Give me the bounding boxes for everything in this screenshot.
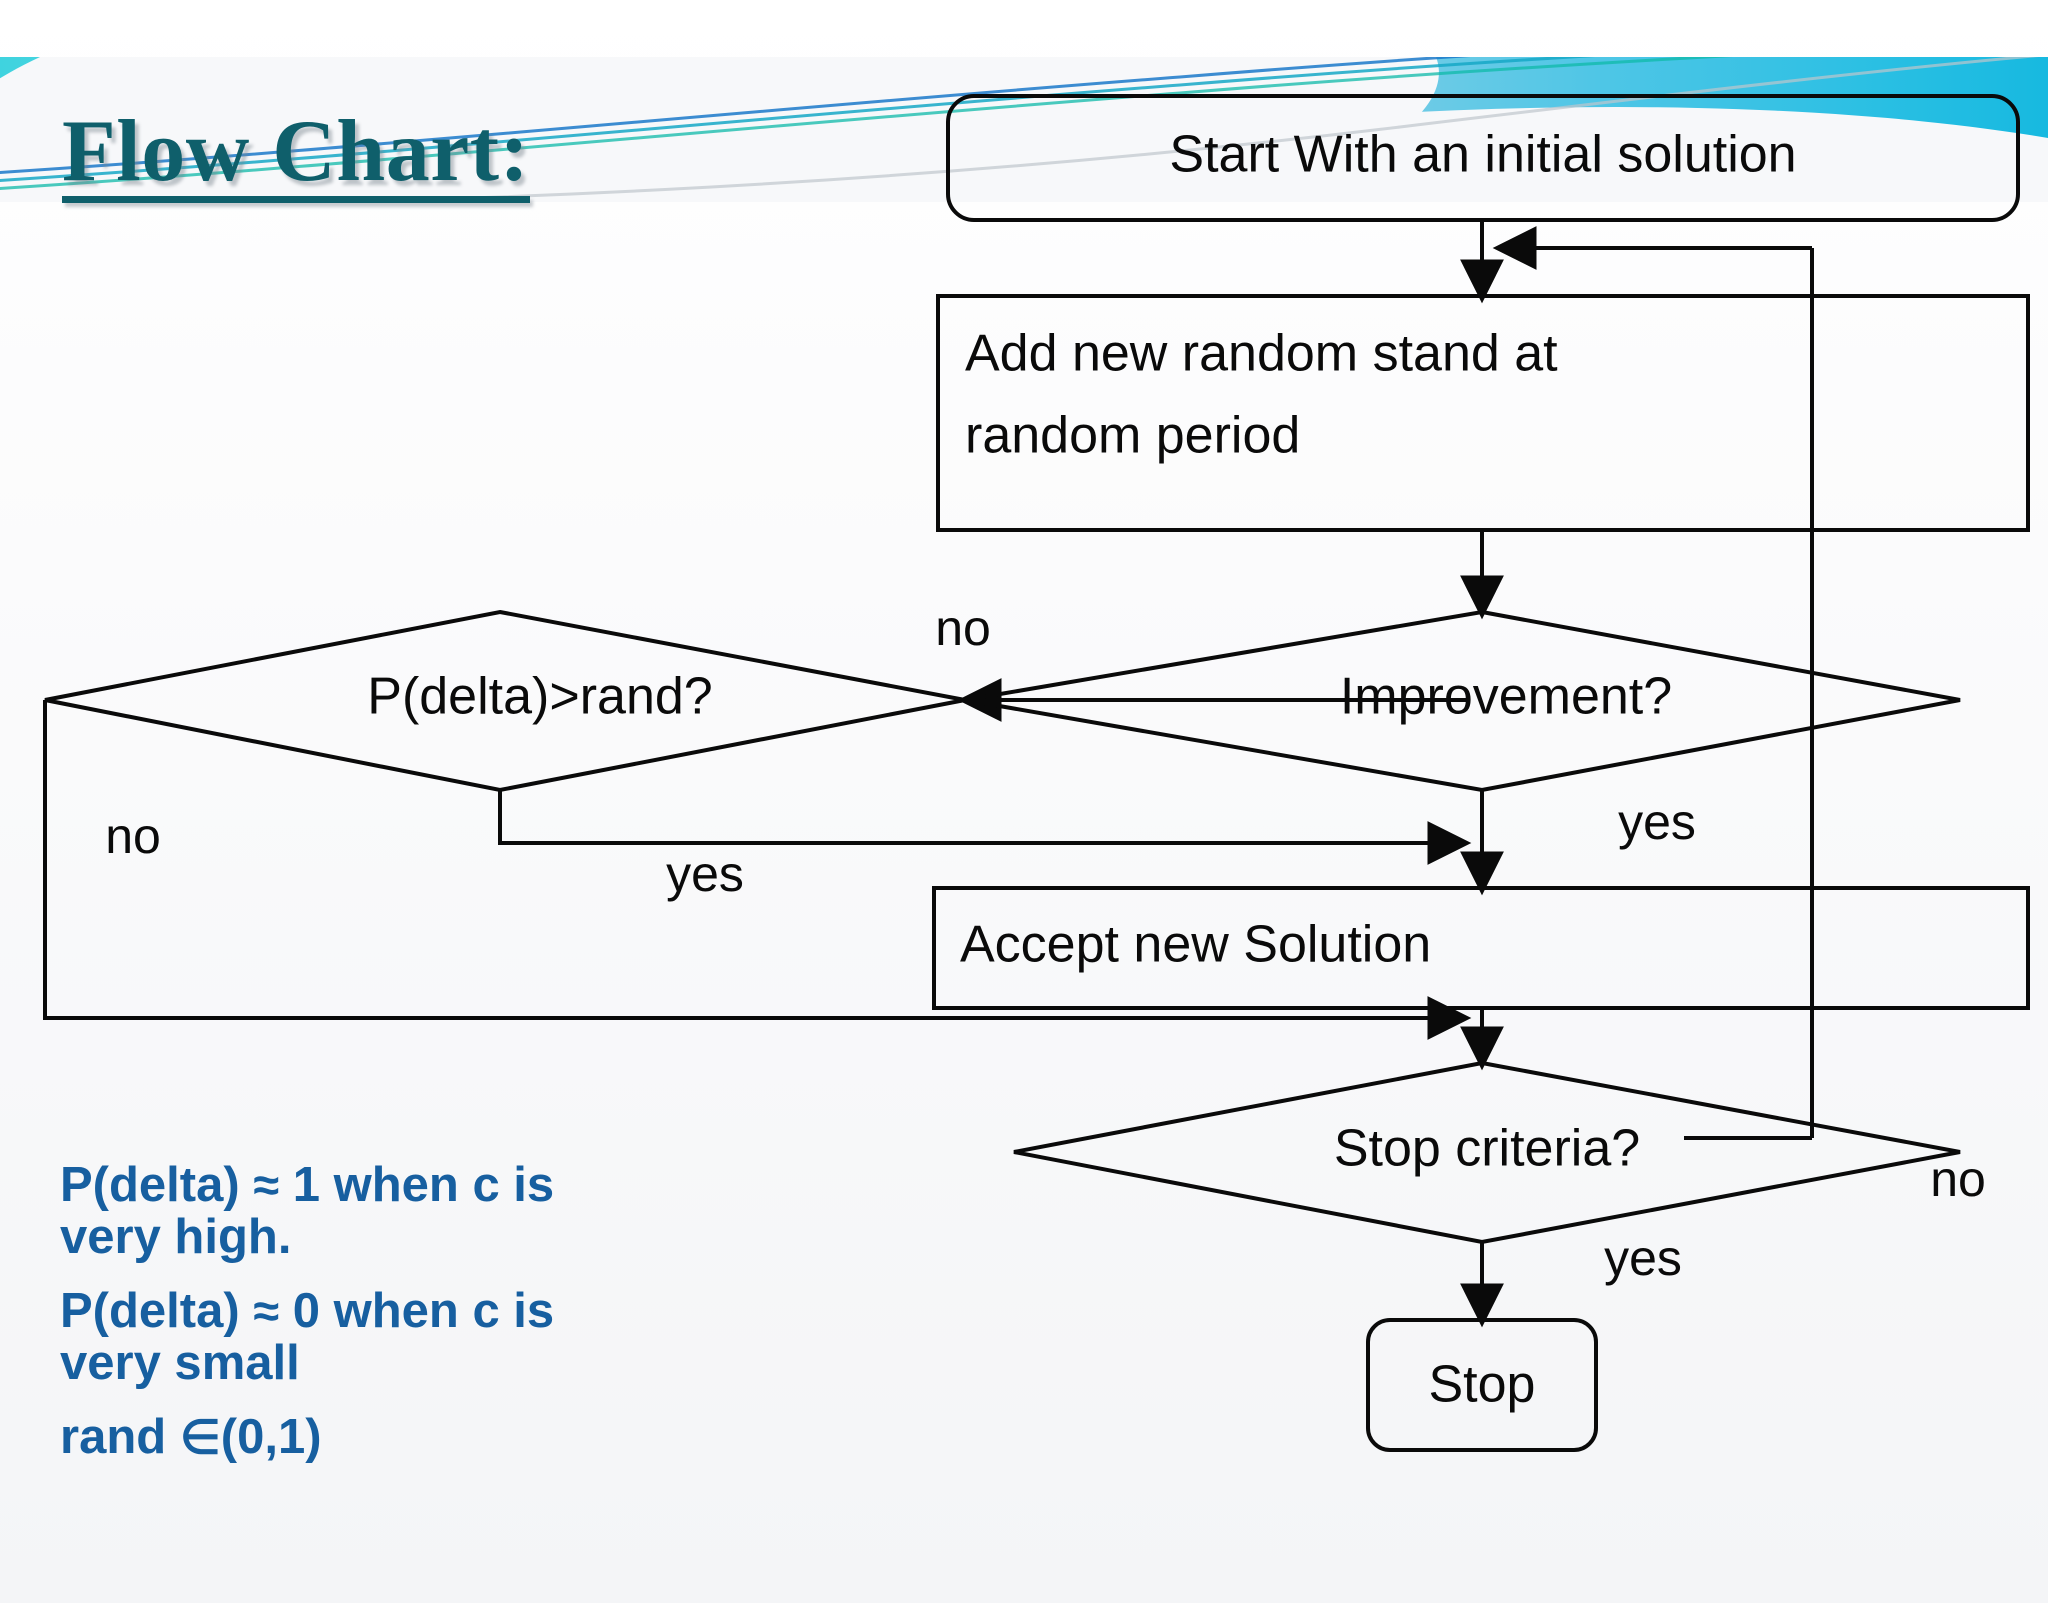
edge-pdelta-yes-to-accept (498, 790, 1472, 865)
node-improvement-decision[interactable]: Improvement? (964, 609, 1961, 793)
node-add-random-stand[interactable]: Add new random stand at random period (936, 294, 2030, 532)
edge-label-yes-left: yes (666, 846, 744, 902)
node-pdelta-decision[interactable]: P(delta)>rand? (44, 609, 966, 793)
node-stopcriteria-label: Stop criteria? (1334, 1120, 1640, 1178)
note-line-1: P(delta) ≈ 1 when c is very high. (60, 1158, 960, 1264)
note-1-part-c: very high. (60, 1209, 292, 1264)
note-3-part-a: rand (60, 1409, 167, 1464)
node-improvement-shape (964, 609, 1961, 793)
note-2-part-a: P(delta) (60, 1283, 240, 1338)
node-stopcriteria-shape (1013, 1060, 1961, 1245)
edge-label-no-right: no (1930, 1151, 1986, 1207)
node-start-label: Start With an initial solution (1169, 126, 1796, 184)
element-of-symbol: ∈ (179, 1409, 221, 1463)
note-2-part-b: 0 when c is (292, 1283, 555, 1338)
notes-block: P(delta) ≈ 1 when c is very high. P(delt… (60, 1158, 960, 1486)
node-stop[interactable]: Stop (1366, 1318, 1598, 1452)
page-title: Flow Chart: (62, 103, 530, 200)
node-start[interactable]: Start With an initial solution (946, 94, 2020, 222)
edge-label-yes-stop: yes (1604, 1230, 1682, 1286)
header-decoration-band (0, 57, 2048, 202)
note-3-part-b: (0,1) (220, 1409, 322, 1464)
edge-label-yes-right: yes (1618, 794, 1696, 850)
note-1-part-a: P(delta) (60, 1158, 240, 1212)
note-line-3: rand ∈(0,1) (60, 1409, 960, 1464)
node-improvement-label: Improvement? (1340, 668, 1672, 726)
note-1-part-b: 1 when c is (292, 1158, 555, 1212)
page-title-underline (62, 196, 530, 203)
node-accept-shape (932, 886, 2030, 1010)
edge-label-no-top: no (935, 600, 991, 656)
node-stop-label: Stop (1429, 1356, 1536, 1414)
node-stop-criteria-decision[interactable]: Stop criteria? (1013, 1060, 1961, 1245)
node-pdelta-shape (44, 609, 966, 793)
node-start-shape (946, 94, 2020, 222)
note-2-part-c: very small (60, 1335, 300, 1390)
node-stop-shape (1366, 1318, 1598, 1452)
edge-pdelta-no-to-stopcriteria (43, 700, 1472, 1040)
approx-symbol-1: ≈ (253, 1158, 280, 1211)
node-pdelta-label: P(delta)>rand? (367, 668, 712, 726)
node-add-shape (936, 294, 2030, 532)
approx-symbol-2: ≈ (253, 1283, 280, 1337)
node-add-label-line2: random period (965, 407, 1300, 465)
node-accept-label: Accept new Solution (960, 916, 1431, 974)
node-accept-solution[interactable]: Accept new Solution (932, 886, 2030, 1010)
note-line-2: P(delta) ≈ 0 when c is very small (60, 1283, 960, 1390)
edge-label-no-left: no (105, 808, 161, 864)
node-add-label-line1: Add new random stand at (965, 325, 1558, 383)
